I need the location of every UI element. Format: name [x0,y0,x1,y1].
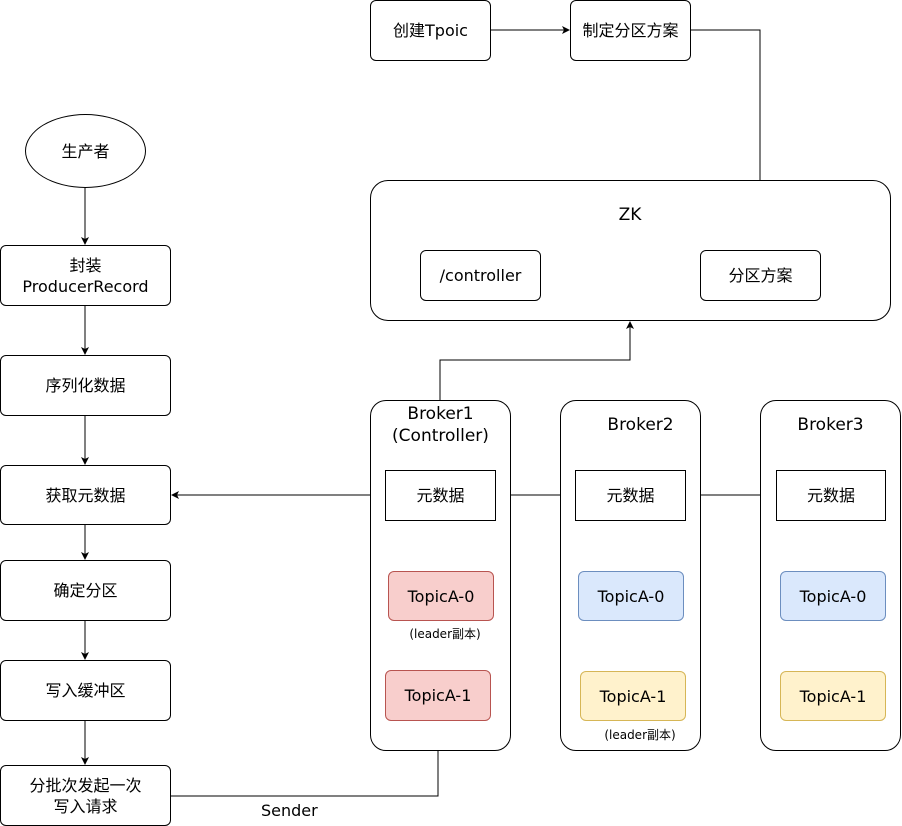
partition-plan-label: 制定分区方案 [582,21,679,40]
broker3-topica-1: TopicA-1 [780,671,886,721]
broker2-topica-1: TopicA-1 [580,671,686,721]
create-topic-label: 创建Tpoic [393,21,468,40]
producer-node: 生产者 [25,114,146,188]
create-topic-node: 创建Tpoic [370,0,491,61]
wrap-record-label: 封装 ProducerRecord [22,255,149,296]
broker2-metadata: 元数据 [575,470,686,521]
write-buffer-step: 写入缓冲区 [0,660,171,721]
broker3-topica-0-label: TopicA-0 [799,586,867,606]
arrow-broker1-to-zk [439,321,634,400]
batch-request-step: 分批次发起一次 写入请求 [0,765,171,826]
zk-plan-node: 分区方案 [700,250,821,301]
get-metadata-label: 获取元数据 [45,485,126,505]
broker2-metadata-label: 元数据 [606,486,655,505]
broker3-topica-0: TopicA-0 [780,571,886,621]
broker1-title: Broker1 (Controller) [392,404,489,446]
producer-label: 生产者 [61,141,110,161]
broker1-topica-0: TopicA-0 [388,571,494,621]
broker2-topica-0-label: TopicA-0 [597,586,665,606]
broker2-title: Broker2 [607,415,674,435]
determine-partition-label: 确定分区 [53,581,118,600]
batch-request-label: 分批次发起一次 写入请求 [29,775,142,816]
broker3-metadata-label: 元数据 [806,486,855,505]
broker2-topica-0: TopicA-0 [578,571,684,621]
broker2-topica-1-label: TopicA-1 [599,686,667,706]
broker1-metadata-label: 元数据 [416,486,465,505]
broker1-topica-1: TopicA-1 [385,670,491,721]
serialize-label: 序列化数据 [45,376,126,395]
zk-title: ZK [618,205,642,225]
zk-controller-node: /controller [420,250,541,301]
partition-plan-node: 制定分区方案 [570,0,691,61]
zk-plan-label: 分区方案 [728,266,793,285]
get-metadata-step: 获取元数据 [0,465,171,525]
zk-controller-label: /controller [439,266,522,285]
broker1-leader-note: (leader副本) [409,627,481,641]
write-buffer-label: 写入缓冲区 [45,681,126,700]
serialize-step: 序列化数据 [0,355,171,416]
sender-label: Sender [261,801,318,820]
broker1-topica-1-label: TopicA-1 [404,686,472,705]
broker2-leader-note: (leader副本) [604,728,676,742]
determine-partition-step: 确定分区 [0,560,171,621]
broker3-topica-1-label: TopicA-1 [799,686,867,706]
broker3-metadata: 元数据 [776,470,886,521]
broker1-topica-0-label: TopicA-0 [407,586,475,606]
wrap-record-step: 封装 ProducerRecord [0,245,171,306]
broker3-title: Broker3 [797,415,864,435]
broker1-metadata: 元数据 [385,470,496,521]
